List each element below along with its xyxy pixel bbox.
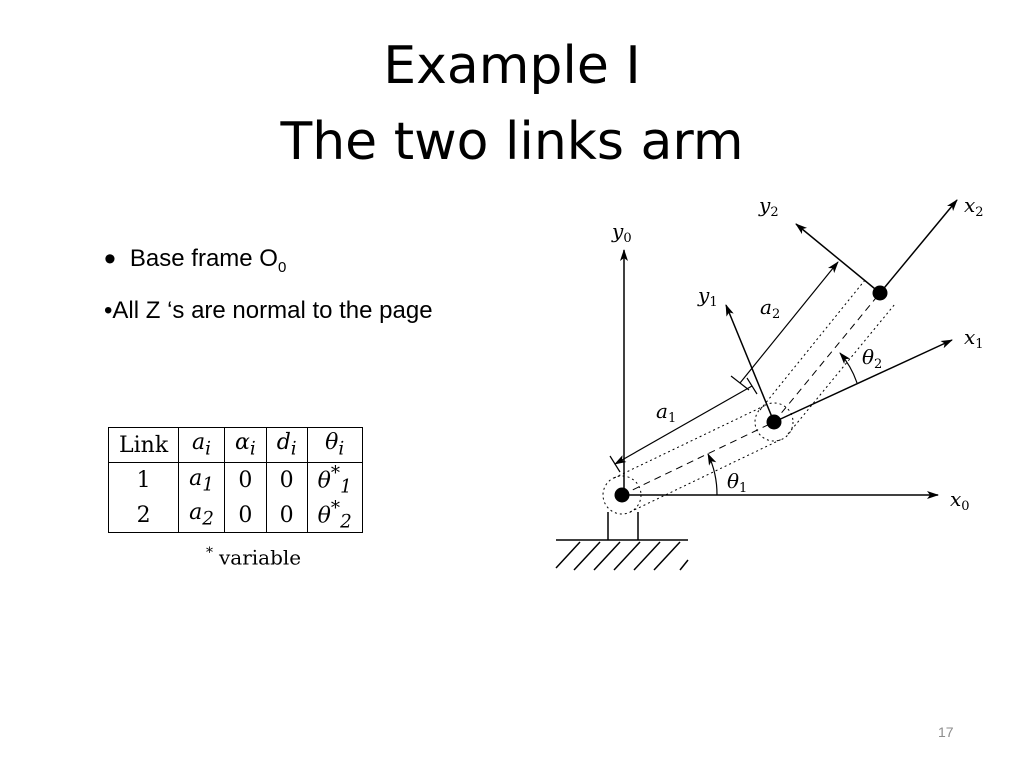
bullet-base-frame-text: Base frame O (129, 245, 278, 272)
cell-a: a1 (178, 462, 225, 498)
bullet-base-frame-subscript: 0 (277, 258, 287, 276)
label-a2: a2 (760, 295, 780, 322)
a1-dimension-tick-start (746, 377, 758, 395)
end-effector (872, 285, 888, 301)
a1-dimension-tick-end (609, 455, 621, 473)
title-line-2: The two links arm (280, 112, 744, 172)
label-theta2: θ2 (862, 345, 882, 372)
variable-note: * variable (108, 545, 363, 570)
joint-2 (766, 414, 782, 430)
dh-table-header-row: Link ai αi di θi (107, 427, 363, 463)
title-line-1: Example I (383, 36, 641, 96)
header-theta: θi (306, 427, 363, 463)
a2-dimension-tick-start (730, 375, 750, 391)
table-row: 2 a2 0 0 θ*2 (107, 497, 363, 533)
joint-2-envelope (754, 402, 794, 442)
note-asterisk: * (206, 545, 213, 562)
label-x0: x0 (950, 487, 970, 514)
theta2-arc (839, 352, 858, 384)
cell-link: 1 (107, 462, 180, 498)
joint-1 (614, 487, 630, 503)
label-y0: y0 (611, 219, 632, 246)
y2-axis (795, 223, 881, 294)
header-d: di (265, 427, 308, 463)
label-y1: y1 (697, 283, 718, 310)
cell-theta: θ*2 (306, 497, 363, 533)
x1-axis (773, 339, 953, 423)
label-theta1: θ1 (727, 469, 747, 496)
header-a: ai (178, 427, 225, 463)
page-number: 17 (938, 724, 954, 740)
base-support (607, 512, 639, 540)
label-a1: a1 (656, 399, 676, 426)
cell-d: 0 (265, 462, 308, 498)
cell-a: a2 (178, 497, 225, 533)
dh-table-block: Link ai αi di θi 1 a1 0 0 θ*1 2 a2 0 0 θ… (107, 427, 363, 570)
link-1-body (613, 404, 783, 513)
bullet-z-normal: •All Z ‘s are normal to the page (104, 297, 433, 324)
cell-theta: θ*1 (306, 462, 363, 498)
ground-hatching (555, 539, 689, 571)
label-y2: y2 (758, 193, 779, 220)
cell-alpha: 0 (223, 497, 267, 533)
dh-parameter-table: Link ai αi di θi 1 a1 0 0 θ*1 2 a2 0 0 θ… (107, 427, 363, 534)
bullet-base-frame: • Base frame O0 (104, 236, 287, 278)
label-x2: x2 (964, 193, 984, 220)
cell-alpha: 0 (223, 462, 267, 498)
header-alpha: αi (223, 427, 267, 463)
link-2-body (759, 279, 896, 435)
x2-axis (879, 199, 958, 294)
label-x1: x1 (964, 325, 984, 352)
y1-axis (725, 304, 775, 423)
bullet-dot: • (104, 240, 116, 278)
a2-dimension (739, 261, 839, 384)
note-text: variable (219, 546, 302, 571)
cell-d: 0 (265, 497, 308, 533)
a1-dimension (614, 385, 753, 465)
two-link-arm-diagram: y0 x0 y1 x1 y2 x2 a1 a2 θ1 θ2 (555, 193, 984, 571)
theta1-arc (707, 453, 718, 496)
cell-link: 2 (107, 497, 180, 533)
table-row: 1 a1 0 0 θ*1 (107, 462, 363, 498)
header-link: Link (107, 427, 180, 463)
slide-title: Example I The two links arm (0, 28, 1024, 180)
